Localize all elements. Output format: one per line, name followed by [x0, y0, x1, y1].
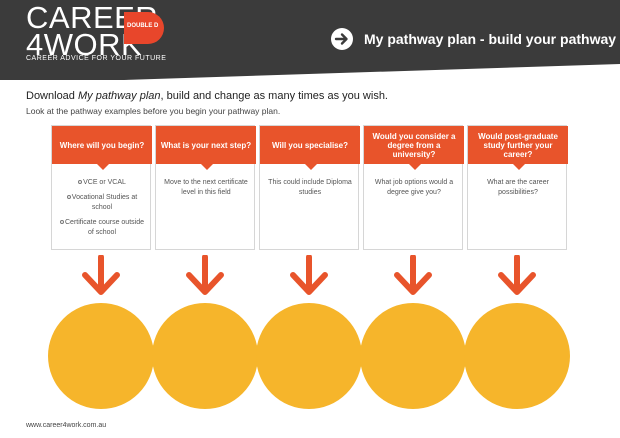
step-card: Will you specialise? This could include … [259, 125, 360, 250]
down-arrow-icon [394, 255, 432, 295]
step-heading: Would you consider a degree from a unive… [364, 126, 464, 164]
step-card: Where will you begin? VCE or VCAL Vocati… [51, 125, 152, 250]
radio-icon [66, 195, 71, 200]
logo-line-2: 4WORK [26, 27, 143, 62]
footer-website-link[interactable]: www.career4work.com.au [26, 422, 107, 429]
notch-decoration [201, 164, 213, 170]
arrow-right-icon [331, 28, 353, 50]
option-item[interactable]: Certificate course outside of school [58, 218, 146, 238]
page-title: My pathway plan - build your pathway [364, 31, 617, 47]
page-header: CAREER 4WORK DOUBLE D CAREER ADVICE FOR … [0, 0, 620, 80]
intro-emphasis-link[interactable]: My pathway plan [77, 90, 161, 102]
step-options: VCE or VCAL Vocational Studies at school… [58, 178, 146, 243]
pathway-steps: Where will you begin? VCE or VCAL Vocati… [48, 125, 571, 425]
intro-prefix: Download [26, 90, 78, 102]
answer-circle[interactable] [48, 303, 154, 409]
brand-tagline: CAREER ADVICE FOR YOUR FUTURE [26, 55, 167, 62]
step-text: What are the career possibilities? [487, 179, 549, 196]
down-arrow-icon [498, 255, 536, 295]
step-text: What job options would a degree give you… [374, 179, 454, 196]
step-heading: What is your next step? [156, 126, 256, 164]
step-heading: Would post-graduate study further your c… [468, 126, 568, 164]
answer-circle[interactable] [152, 303, 258, 409]
step-heading: Will you specialise? [260, 126, 360, 164]
logo-badge-icon: DOUBLE D [124, 12, 164, 44]
step-card: Would post-graduate study further your c… [467, 125, 568, 250]
option-item[interactable]: Vocational Studies at school [58, 193, 146, 213]
intro-subtext: Look at the pathway examples before you … [26, 106, 281, 116]
option-label: Certificate course outside of school [65, 219, 144, 236]
down-arrow-icon [186, 255, 224, 295]
step-card: What is your next step? Move to the next… [155, 125, 256, 250]
step-heading: Where will you begin? [52, 126, 152, 164]
notch-decoration [305, 164, 317, 170]
radio-icon [78, 180, 83, 185]
intro-line: Download My pathway plan, build and chan… [26, 90, 388, 102]
option-label: VCE or VCAL [83, 179, 126, 186]
header-divider [0, 64, 620, 80]
option-label: Vocational Studies at school [71, 194, 138, 211]
notch-decoration [97, 164, 109, 170]
notch-decoration [409, 164, 421, 170]
answer-circle[interactable] [464, 303, 570, 409]
option-item[interactable]: VCE or VCAL [58, 178, 146, 188]
intro-suffix: , build and change as many times as you … [160, 90, 388, 102]
step-text: This could include Diploma studies [268, 179, 352, 196]
logo-badge-text: DOUBLE D [127, 23, 159, 29]
step-text: Move to the next certificate level in th… [164, 179, 248, 196]
step-card: Would you consider a degree from a unive… [363, 125, 464, 250]
down-arrow-icon [82, 255, 120, 295]
radio-icon [60, 220, 64, 225]
answer-circle[interactable] [256, 303, 362, 409]
down-arrow-icon [290, 255, 328, 295]
answer-circle[interactable] [360, 303, 466, 409]
notch-decoration [513, 164, 525, 170]
